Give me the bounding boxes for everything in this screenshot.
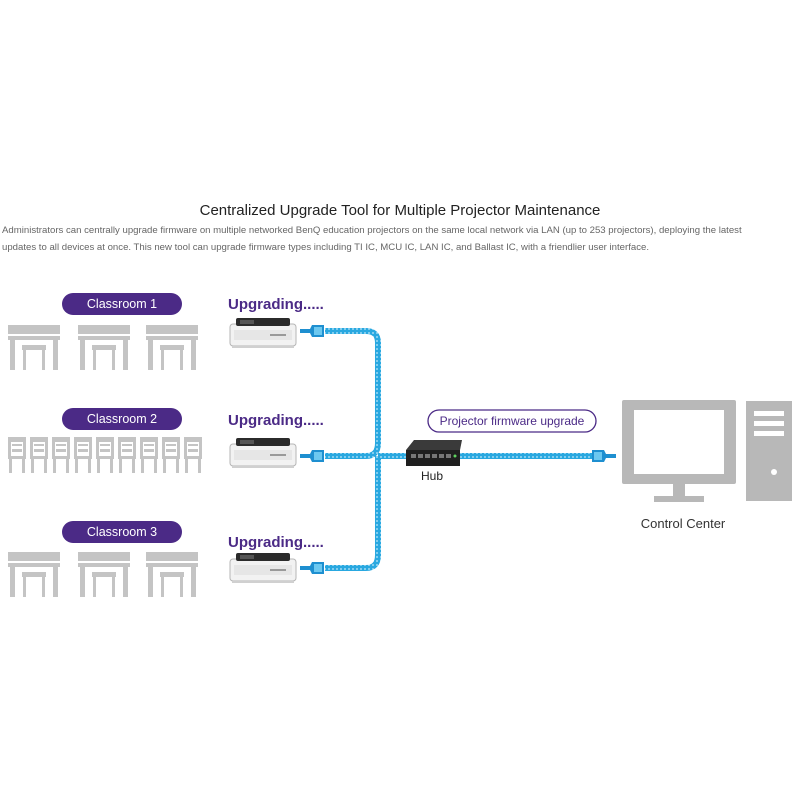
classroom-1-desk [146,325,198,370]
description-line-2: updates to all devices at once. This new… [2,242,649,253]
classroom-3-label: Classroom 3 [87,525,157,539]
classroom-2-chair [8,437,26,473]
projector-3 [229,552,297,584]
ethernet-plug-control [592,450,616,462]
classroom-2-chair [162,437,180,473]
classroom-3-desk [8,552,60,597]
classroom-2-chair [140,437,158,473]
hub: Hub [406,440,462,483]
classroom-1-desk [8,325,60,370]
projector-cable-trunk [325,328,381,571]
classroom-1-status: Upgrading..... [228,296,324,313]
classroom-3-status: Upgrading..... [228,534,324,551]
firmware-upgrade-pill [427,409,597,433]
control-center: Control Center [622,400,792,531]
classroom-1-label: Classroom 1 [87,297,157,311]
classroom-2-chair [96,437,114,473]
classroom-2-status: Upgrading..... [228,412,324,429]
classroom-2-chair [118,437,136,473]
classroom-2-chair [52,437,70,473]
classroom-3-pill [62,521,182,543]
page-title: Centralized Upgrade Tool for Multiple Pr… [199,202,601,219]
projector-1 [229,317,297,349]
description-line-1: Administrators can centrally upgrade fir… [2,225,742,236]
description: Administrators can centrally upgrade fir… [2,222,792,256]
classroom-2-row: Classroom 2 Upgrading..... [8,408,324,473]
classroom-2-chair [74,437,92,473]
firmware-upgrade-label: Projector firmware upgrade [440,414,585,428]
ethernet-plug-1 [300,325,324,337]
ethernet-plug-2 [300,450,324,462]
classroom-3-desk [78,552,130,597]
classroom-3-desk [146,552,198,597]
classroom-2-pill [62,408,182,430]
classroom-2-chair [30,437,48,473]
ethernet-plug-3 [300,562,324,574]
classroom-1-desk [78,325,130,370]
hub-label: Hub [421,469,443,483]
classroom-3-row: Classroom 3 Upgrading..... [8,521,324,597]
classroom-2-label: Classroom 2 [87,412,157,426]
control-center-label: Control Center [641,516,726,531]
projector-2 [229,437,297,469]
classroom-1-row: Classroom 1 Upgrading..... [8,293,324,370]
classroom-1-pill [62,293,182,315]
computer-tower-icon [746,401,792,501]
network-cables [325,328,597,571]
classroom-2-chair [184,437,202,473]
